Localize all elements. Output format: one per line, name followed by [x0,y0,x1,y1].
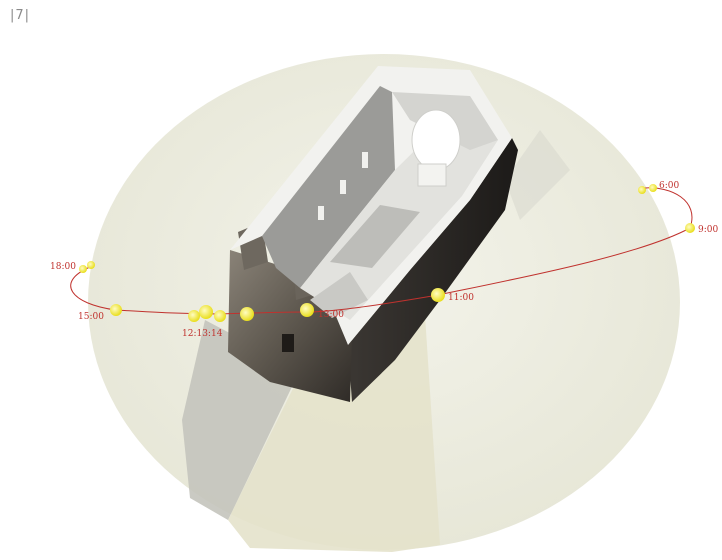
sun-marker [431,288,445,302]
inner-window [362,152,368,168]
time-label-11: 11:00 [448,293,474,303]
sun-marker [649,184,657,192]
time-label-13: 13:00 [318,310,344,320]
time-label-9: 9:00 [698,225,718,235]
sun-marker [199,305,213,319]
sun-marker [638,186,646,194]
floor-step [418,164,446,186]
sun-marker [214,310,226,322]
sun-marker [110,304,122,316]
doorway [282,334,294,352]
time-label-6: 6:00 [659,181,679,191]
inner-window [318,206,324,220]
sun-marker [188,310,200,322]
sun-marker [79,265,87,273]
time-label-15: 15:00 [78,312,104,322]
sun-marker [685,223,695,233]
sun-marker [240,307,254,321]
inner-window [340,180,346,194]
time-label-cluster: 12:13:14 [182,329,223,339]
sun-marker [300,303,314,317]
time-label-18: 18:00 [50,262,76,272]
arch-niche [412,110,460,170]
sun-marker [87,261,95,269]
